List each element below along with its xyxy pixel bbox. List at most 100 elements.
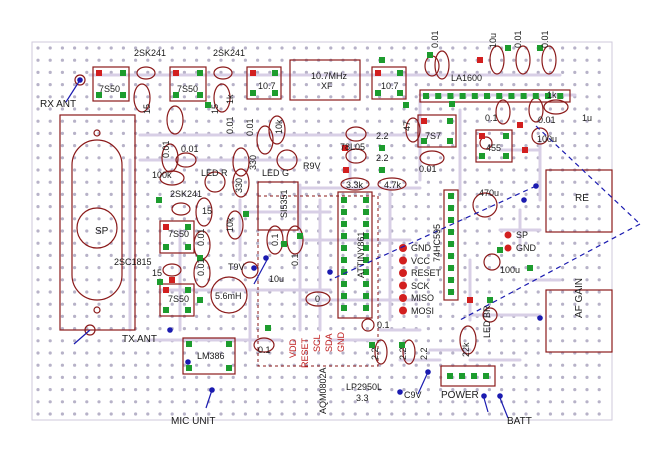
hole xyxy=(402,302,406,306)
pad xyxy=(477,57,483,63)
hole xyxy=(573,192,577,196)
pad xyxy=(379,145,385,151)
hole xyxy=(85,351,89,355)
hole xyxy=(170,192,174,196)
hole xyxy=(439,241,443,245)
hole xyxy=(207,70,211,74)
hole xyxy=(121,46,125,50)
hole xyxy=(231,363,235,367)
hole xyxy=(256,253,260,257)
hole xyxy=(146,351,150,355)
hole xyxy=(36,388,40,392)
hole xyxy=(317,192,321,196)
lcd-module xyxy=(257,195,379,367)
hole xyxy=(536,205,540,209)
hole xyxy=(390,107,394,111)
hole xyxy=(280,351,284,355)
hole xyxy=(280,388,284,392)
hole xyxy=(36,327,40,331)
crystal-filter xyxy=(289,59,361,101)
hole xyxy=(329,412,333,416)
hole xyxy=(109,412,113,416)
hole xyxy=(48,217,52,221)
la1600-pin xyxy=(435,93,442,99)
hole xyxy=(182,253,186,257)
hole xyxy=(134,46,138,50)
hole xyxy=(73,302,77,306)
hole xyxy=(170,375,174,379)
hole xyxy=(597,302,601,306)
hole xyxy=(292,314,296,318)
hole xyxy=(548,156,553,160)
hole xyxy=(500,168,504,172)
hole xyxy=(512,266,516,270)
hole xyxy=(268,400,272,404)
hole xyxy=(341,278,345,282)
hole xyxy=(451,314,455,318)
hole xyxy=(97,363,101,367)
hole xyxy=(182,119,186,123)
wire-lead xyxy=(73,329,91,345)
hole xyxy=(353,412,357,416)
hole xyxy=(73,144,77,148)
hole xyxy=(231,388,235,392)
hole xyxy=(195,107,199,111)
mic-unit-label: MIC UNIT xyxy=(171,416,215,427)
hole xyxy=(536,327,540,331)
hole xyxy=(561,144,565,148)
hole xyxy=(280,412,284,416)
hole xyxy=(414,229,418,233)
hole xyxy=(524,388,528,392)
hole xyxy=(390,351,394,355)
hole xyxy=(548,144,553,148)
hole xyxy=(353,314,357,318)
hole xyxy=(402,278,406,282)
hole xyxy=(97,400,101,404)
hole xyxy=(60,363,64,367)
hole xyxy=(500,131,504,135)
hole xyxy=(182,144,186,148)
hole xyxy=(573,339,577,343)
hole xyxy=(378,400,382,404)
cap xyxy=(541,45,557,75)
hole xyxy=(73,229,77,233)
cap xyxy=(253,337,275,353)
hole xyxy=(60,144,64,148)
hole xyxy=(219,375,223,379)
hole xyxy=(304,253,308,257)
hole xyxy=(573,266,577,270)
hole xyxy=(573,180,577,184)
hole xyxy=(463,58,467,62)
wire-lead xyxy=(205,389,213,409)
hole xyxy=(48,95,52,99)
hole xyxy=(402,400,406,404)
cap xyxy=(361,318,375,332)
hole xyxy=(36,144,40,148)
hole xyxy=(182,266,186,270)
isp-gnd-label: GND xyxy=(411,243,432,253)
lm386-body xyxy=(182,337,236,375)
hole xyxy=(280,192,284,196)
hole xyxy=(109,205,113,209)
cap xyxy=(213,83,231,113)
speaker-hole xyxy=(93,306,101,314)
hole xyxy=(158,327,162,331)
hole xyxy=(121,278,125,282)
hole xyxy=(378,278,382,282)
hole xyxy=(329,119,333,123)
hole xyxy=(170,363,174,367)
hole xyxy=(36,168,40,172)
hole xyxy=(536,58,540,62)
hole xyxy=(304,266,308,270)
res-label: 330 xyxy=(234,178,244,193)
hole xyxy=(292,46,296,50)
hole xyxy=(536,83,540,87)
coil-pin xyxy=(173,92,179,98)
coil-pin xyxy=(272,70,278,76)
cap-label: 0.01 xyxy=(540,30,550,48)
pad xyxy=(505,45,511,51)
hole xyxy=(268,168,272,172)
hole xyxy=(121,119,125,123)
hole xyxy=(329,253,333,257)
hole xyxy=(597,205,601,209)
